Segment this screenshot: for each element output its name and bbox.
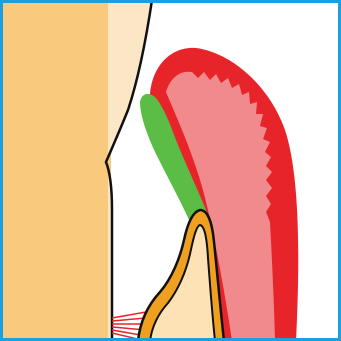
tooth-crown xyxy=(0,0,111,341)
